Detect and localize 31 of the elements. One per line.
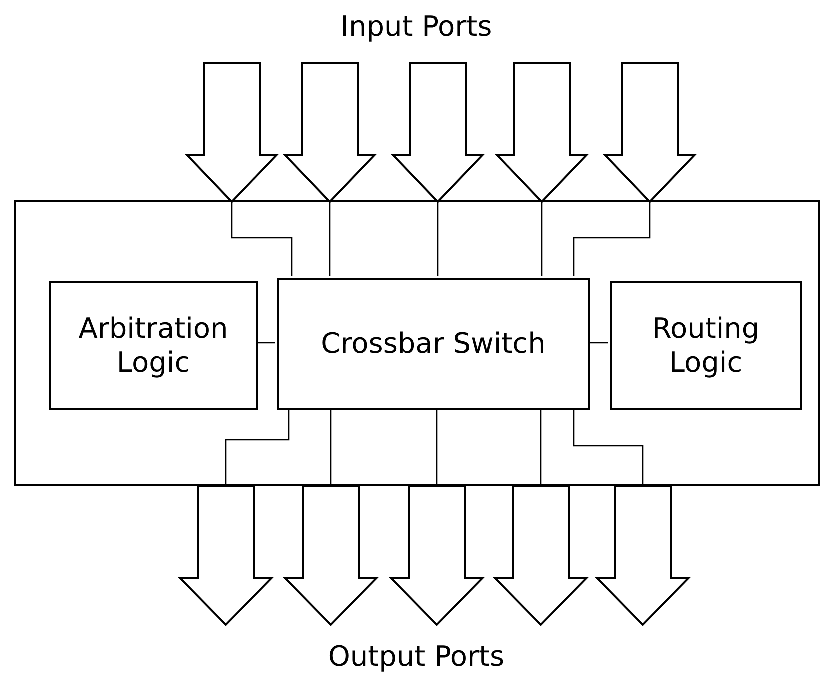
output-port — [597, 486, 689, 625]
connector-line — [540, 408, 542, 486]
logic-block — [610, 281, 802, 410]
connector-line — [225, 408, 290, 486]
output-port — [180, 486, 272, 625]
logic-block — [49, 281, 258, 410]
output-port — [495, 486, 587, 625]
connector-line — [436, 408, 438, 486]
block-label: Routing Logic — [651, 312, 761, 380]
input-port — [285, 63, 375, 202]
port-group-label: Input Ports — [340, 10, 494, 43]
connector-line — [231, 202, 293, 276]
connector-line — [588, 342, 608, 344]
connector-line — [330, 408, 332, 486]
block-label: Arbitration Logic — [78, 312, 230, 380]
connector-line — [573, 408, 644, 486]
port-group-label: Output Ports — [327, 640, 506, 673]
input-port — [605, 63, 695, 202]
connector-line — [541, 202, 543, 276]
logic-block — [277, 278, 590, 410]
router-frame — [14, 200, 820, 486]
connector-line — [256, 342, 275, 344]
input-port — [187, 63, 277, 202]
output-port — [285, 486, 377, 625]
connector-line — [329, 202, 331, 276]
block-label: Crossbar Switch — [320, 327, 547, 361]
connector-line — [437, 202, 439, 276]
output-port — [391, 486, 483, 625]
input-port — [393, 63, 483, 202]
input-port — [497, 63, 587, 202]
connector-line — [573, 202, 651, 276]
